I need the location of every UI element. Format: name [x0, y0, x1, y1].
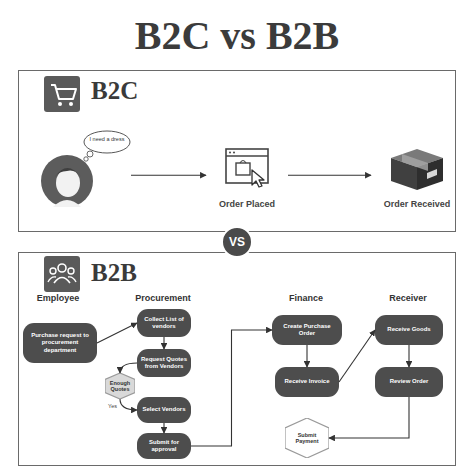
process-box: Request Quotes from Vendors: [137, 349, 191, 377]
section-band: B2B Purchase request to procurement depar…: [18, 252, 456, 466]
process-text: Select Vendors: [142, 406, 185, 413]
process-text: Collect List of vendors: [141, 316, 187, 330]
package-icon: [371, 146, 463, 192]
section-heading: B2B: [91, 259, 137, 287]
process-text: Request Quotes from Vendors: [141, 356, 187, 370]
section-heading: B2C: [91, 77, 138, 105]
step-label: Order Received: [371, 199, 463, 209]
flow-arrow: [288, 175, 371, 176]
vs-text: VS: [229, 235, 245, 249]
process-text: Receive Goods: [387, 326, 430, 333]
process-box: Submit for approval: [137, 433, 191, 459]
process-box: Collect List of vendors: [137, 309, 191, 337]
column-header: Finance: [256, 293, 356, 303]
flow-arrow: [120, 399, 137, 410]
process-text: Review Order: [390, 378, 429, 385]
section-band: B2CI need a dressOrder PlacedOrder Recei…: [18, 70, 456, 232]
decision-text: Enough Quotes: [108, 380, 132, 393]
decision-text: Submit Payment: [288, 432, 326, 445]
hexagon-shape: [105, 373, 135, 399]
flow-arrow: [131, 175, 206, 176]
process-text: Purchase request to procurement departme…: [27, 332, 93, 354]
vs-badge: VS: [221, 226, 253, 258]
process-text: Submit for approval: [141, 439, 187, 453]
flow-arrow: [97, 323, 137, 343]
order-placed-icon: [206, 146, 288, 190]
process-box: Create Purchase Order: [272, 315, 342, 345]
process-box: Receive Invoice: [275, 367, 339, 397]
column-header: Procurement: [113, 293, 213, 303]
flow-arrow: [163, 337, 164, 349]
edge-label: Yes: [108, 403, 117, 409]
thought-text: I need a dress: [87, 136, 127, 142]
flow-arrow: [339, 330, 375, 382]
order-received-step: Order Received: [371, 146, 463, 211]
customer-thought: I need a dress: [39, 129, 131, 211]
flow-arrow: [120, 363, 137, 373]
cart-icon: [44, 76, 80, 112]
decision-hexagon: Enough Quotes: [105, 373, 135, 399]
hexagon-shape: [285, 418, 329, 458]
flow-arrow: [163, 423, 164, 433]
people-icon: [44, 256, 80, 292]
process-text: Create Purchase Order: [276, 323, 338, 337]
flow-arrow: [408, 345, 409, 367]
process-box: Review Order: [375, 367, 443, 397]
column-header: Receiver: [358, 293, 458, 303]
process-text: Receive Invoice: [284, 378, 329, 385]
flow-arrow: [329, 397, 409, 438]
flow-arrow: [191, 330, 272, 446]
process-box: Select Vendors: [137, 397, 191, 423]
decision-hexagon: Submit Payment: [285, 418, 329, 458]
column-header: Employee: [8, 293, 108, 303]
page-title: B2C vs B2B: [0, 12, 474, 59]
process-box: Purchase request to procurement departme…: [23, 323, 97, 363]
order-placed-step: Order Placed: [206, 146, 288, 211]
process-box: Receive Goods: [375, 315, 443, 345]
flow-arrow: [306, 345, 307, 367]
step-label: Order Placed: [206, 199, 288, 209]
